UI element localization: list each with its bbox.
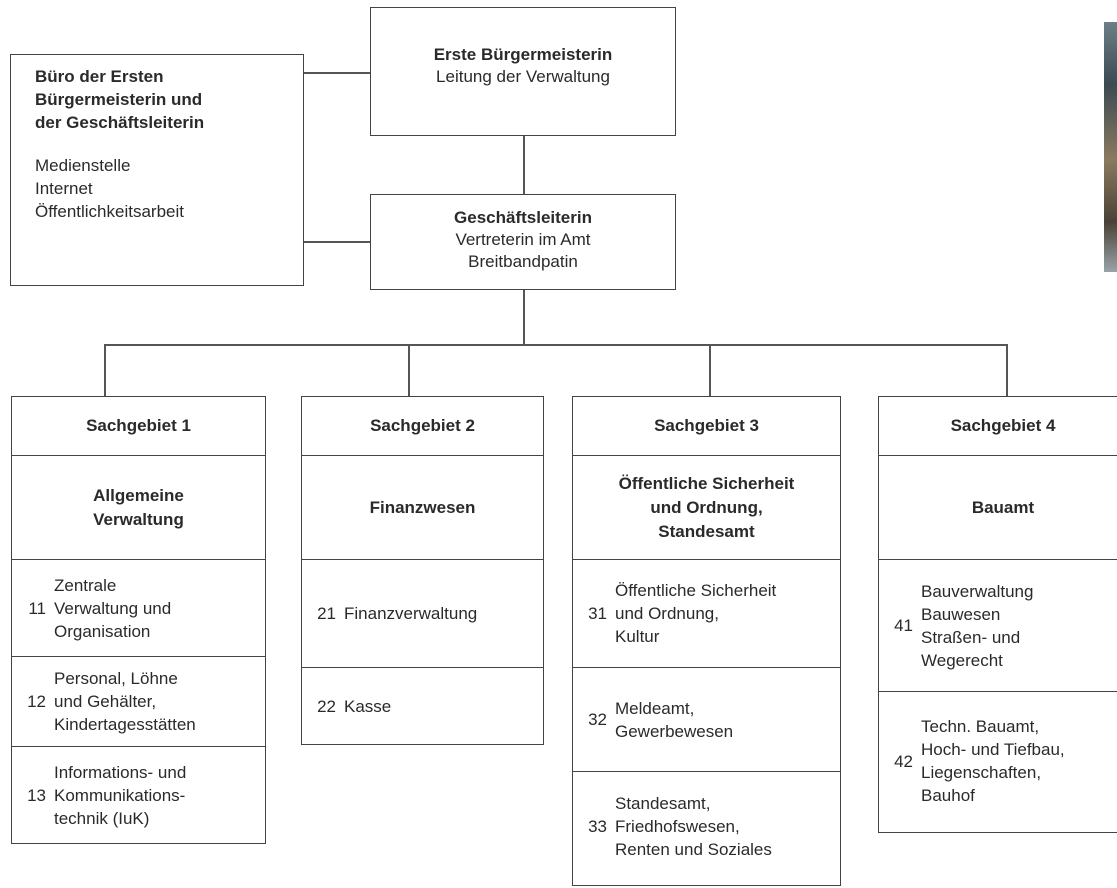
mayor-subtitle: Leitung der Verwaltung — [436, 67, 610, 86]
department-4-title: Bauamt — [879, 456, 1117, 560]
item-text: Bauverwaltung Bauwesen Straßen- und Wege… — [921, 581, 1034, 670]
list-item: 11 Zentrale Verwaltung und Organisation — [12, 560, 265, 657]
list-item: 12 Personal, Löhne und Gehälter, Kindert… — [12, 657, 265, 747]
item-text: Finanzverwaltung — [344, 604, 478, 623]
department-1: Sachgebiet 1 Allgemeine Verwaltung 11 Ze… — [11, 396, 266, 844]
connector-top-gl — [523, 135, 525, 195]
item-number: 21 — [317, 604, 336, 623]
item-number: 13 — [27, 785, 46, 805]
department-2: Sachgebiet 2 Finanzwesen 21 Finanzverwal… — [301, 396, 544, 745]
item-text: Personal, Löhne und Gehälter, Kindertage… — [54, 669, 196, 734]
connector-col2 — [408, 344, 410, 396]
list-item: 31 Öffentliche Sicherheit und Ordnung, K… — [573, 560, 840, 668]
item-number: 31 — [588, 604, 607, 623]
list-item: 13 Informations- und Kommunikations- tec… — [12, 747, 265, 843]
item-number: 22 — [317, 696, 336, 716]
item-text: Öffentliche Sicherheit und Ordnung, Kult… — [615, 581, 777, 646]
manager-line1: Vertreterin im Amt — [455, 230, 591, 249]
department-2-title: Finanzwesen — [302, 456, 543, 560]
department-4-header: Sachgebiet 4 — [879, 397, 1117, 456]
connector-buero-top — [303, 72, 370, 74]
manager-line2: Breitbandpatin — [468, 252, 578, 271]
item-number: 32 — [588, 710, 607, 729]
department-3-header: Sachgebiet 3 — [573, 397, 840, 456]
office-box: Büro der Ersten Bürgermeisterin und der … — [10, 54, 304, 286]
connector-buero-gl — [303, 241, 370, 243]
item-text: Kasse — [344, 696, 392, 716]
office-items: Medienstelle Internet Öffentlichkeitsarb… — [35, 156, 184, 221]
department-2-header: Sachgebiet 2 — [302, 397, 543, 456]
list-item: 42 Techn. Bauamt, Hoch- und Tiefbau, Lie… — [879, 692, 1117, 830]
connector-col4 — [1006, 344, 1008, 396]
department-3-title: Öffentliche Sicherheit und Ordnung, Stan… — [573, 456, 840, 560]
department-4: Sachgebiet 4 Bauamt 41 Bauverwaltung Bau… — [878, 396, 1117, 833]
item-text: Informations- und Kommunikations- techni… — [54, 762, 187, 828]
list-item: 41 Bauverwaltung Bauwesen Straßen- und W… — [879, 560, 1117, 692]
list-item: 21 Finanzverwaltung — [302, 560, 543, 668]
item-text: Meldeamt, Gewerbewesen — [615, 698, 734, 741]
connector-col1 — [104, 344, 106, 396]
manager-box: Geschäftsleiterin Vertreterin im Amt Bre… — [370, 194, 676, 290]
list-item: 22 Kasse — [302, 668, 543, 744]
mayor-title: Erste Bürgermeisterin — [433, 45, 613, 64]
department-1-title: Allgemeine Verwaltung — [12, 456, 265, 560]
item-text: Standesamt, Friedhofswesen, Renten und S… — [615, 794, 772, 859]
mayor-box: Erste Bürgermeisterin Leitung der Verwal… — [370, 7, 676, 136]
item-number: 12 — [27, 692, 46, 711]
item-number: 41 — [894, 616, 913, 635]
item-text: Zentrale Verwaltung und Organisation — [54, 575, 172, 641]
cropped-photo — [1104, 22, 1117, 272]
item-number: 33 — [588, 817, 607, 836]
list-item: 32 Meldeamt, Gewerbewesen — [573, 668, 840, 772]
connector-gl-bus — [523, 288, 525, 345]
item-text: Techn. Bauamt, Hoch- und Tiefbau, Liegen… — [921, 717, 1065, 805]
list-item: 33 Standesamt, Friedhofswesen, Renten un… — [573, 772, 840, 888]
department-3: Sachgebiet 3 Öffentliche Sicherheit und … — [572, 396, 841, 886]
connector-bus — [104, 344, 1007, 346]
office-title: Büro der Ersten Bürgermeisterin und der … — [35, 67, 205, 132]
item-number: 42 — [894, 751, 913, 771]
department-1-header: Sachgebiet 1 — [12, 397, 265, 456]
connector-col3 — [709, 344, 711, 396]
item-number: 11 — [28, 598, 46, 618]
manager-title: Geschäftsleiterin — [454, 208, 592, 227]
